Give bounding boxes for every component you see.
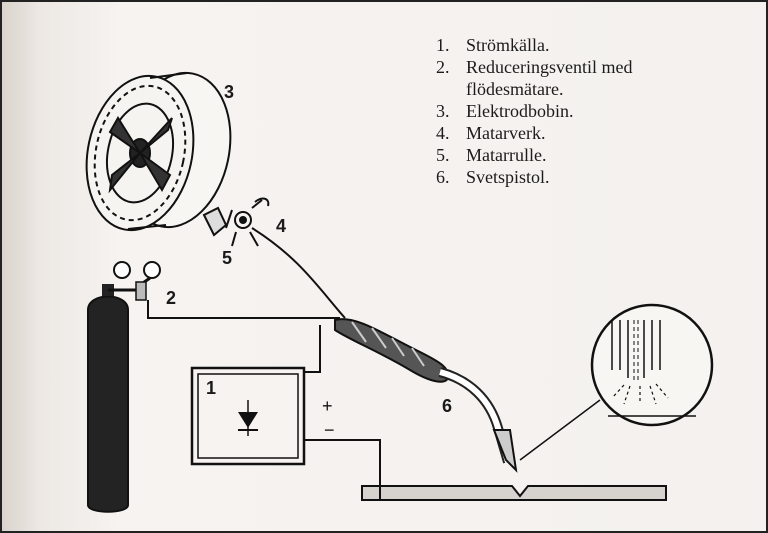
legend-item: 1. Strömkälla.: [436, 34, 706, 56]
plus-sign: +: [322, 396, 333, 416]
callout-reel: 3: [224, 82, 235, 102]
workpiece: [361, 485, 667, 501]
legend-label: Matarverk.: [466, 123, 546, 143]
power-source: [190, 366, 306, 466]
legend-item: 5. Matarrulle.: [436, 144, 706, 166]
legend: 1. Strömkälla. 2. Reduceringsventil med …: [436, 34, 706, 188]
legend-item: 4. Matarverk.: [436, 122, 706, 144]
callout-feeder: 4: [276, 216, 287, 236]
callout-welding-gun: 6: [442, 396, 453, 416]
arc-detail: [519, 303, 714, 461]
callout-feed-roller: 5: [222, 248, 233, 268]
legend-number: [436, 78, 466, 100]
gas-cylinder: [87, 261, 161, 513]
legend-number: 1.: [436, 35, 450, 55]
legend-item: flödesmätare.: [436, 78, 706, 100]
hoses-and-cables: [147, 227, 381, 486]
legend-number: 6.: [436, 167, 450, 187]
welding-gun: [334, 318, 518, 473]
callout-regulator: 2: [166, 288, 177, 308]
legend-label: Reduceringsventil med: [466, 57, 633, 77]
legend-item: 3. Elektrodbobin.: [436, 100, 706, 122]
legend-item: 6. Svetspistol.: [436, 166, 706, 188]
legend-label: flödesmätare.: [466, 79, 564, 99]
legend-number: 3.: [436, 101, 450, 121]
legend-number: 4.: [436, 123, 450, 143]
legend-item: 2. Reduceringsventil med: [436, 56, 706, 78]
legend-label: Svetspistol.: [466, 167, 550, 187]
wire-feeder: [225, 197, 270, 247]
electrode-reel: [85, 71, 232, 237]
legend-label: Elektrodbobin.: [466, 101, 574, 121]
callout-power-source: 1: [206, 378, 217, 398]
legend-number: 5.: [436, 145, 450, 165]
legend-label: Matarrulle.: [466, 145, 547, 165]
minus-sign: −: [324, 420, 335, 440]
legend-number: 2.: [436, 57, 450, 77]
legend-label: Strömkälla.: [466, 35, 550, 55]
